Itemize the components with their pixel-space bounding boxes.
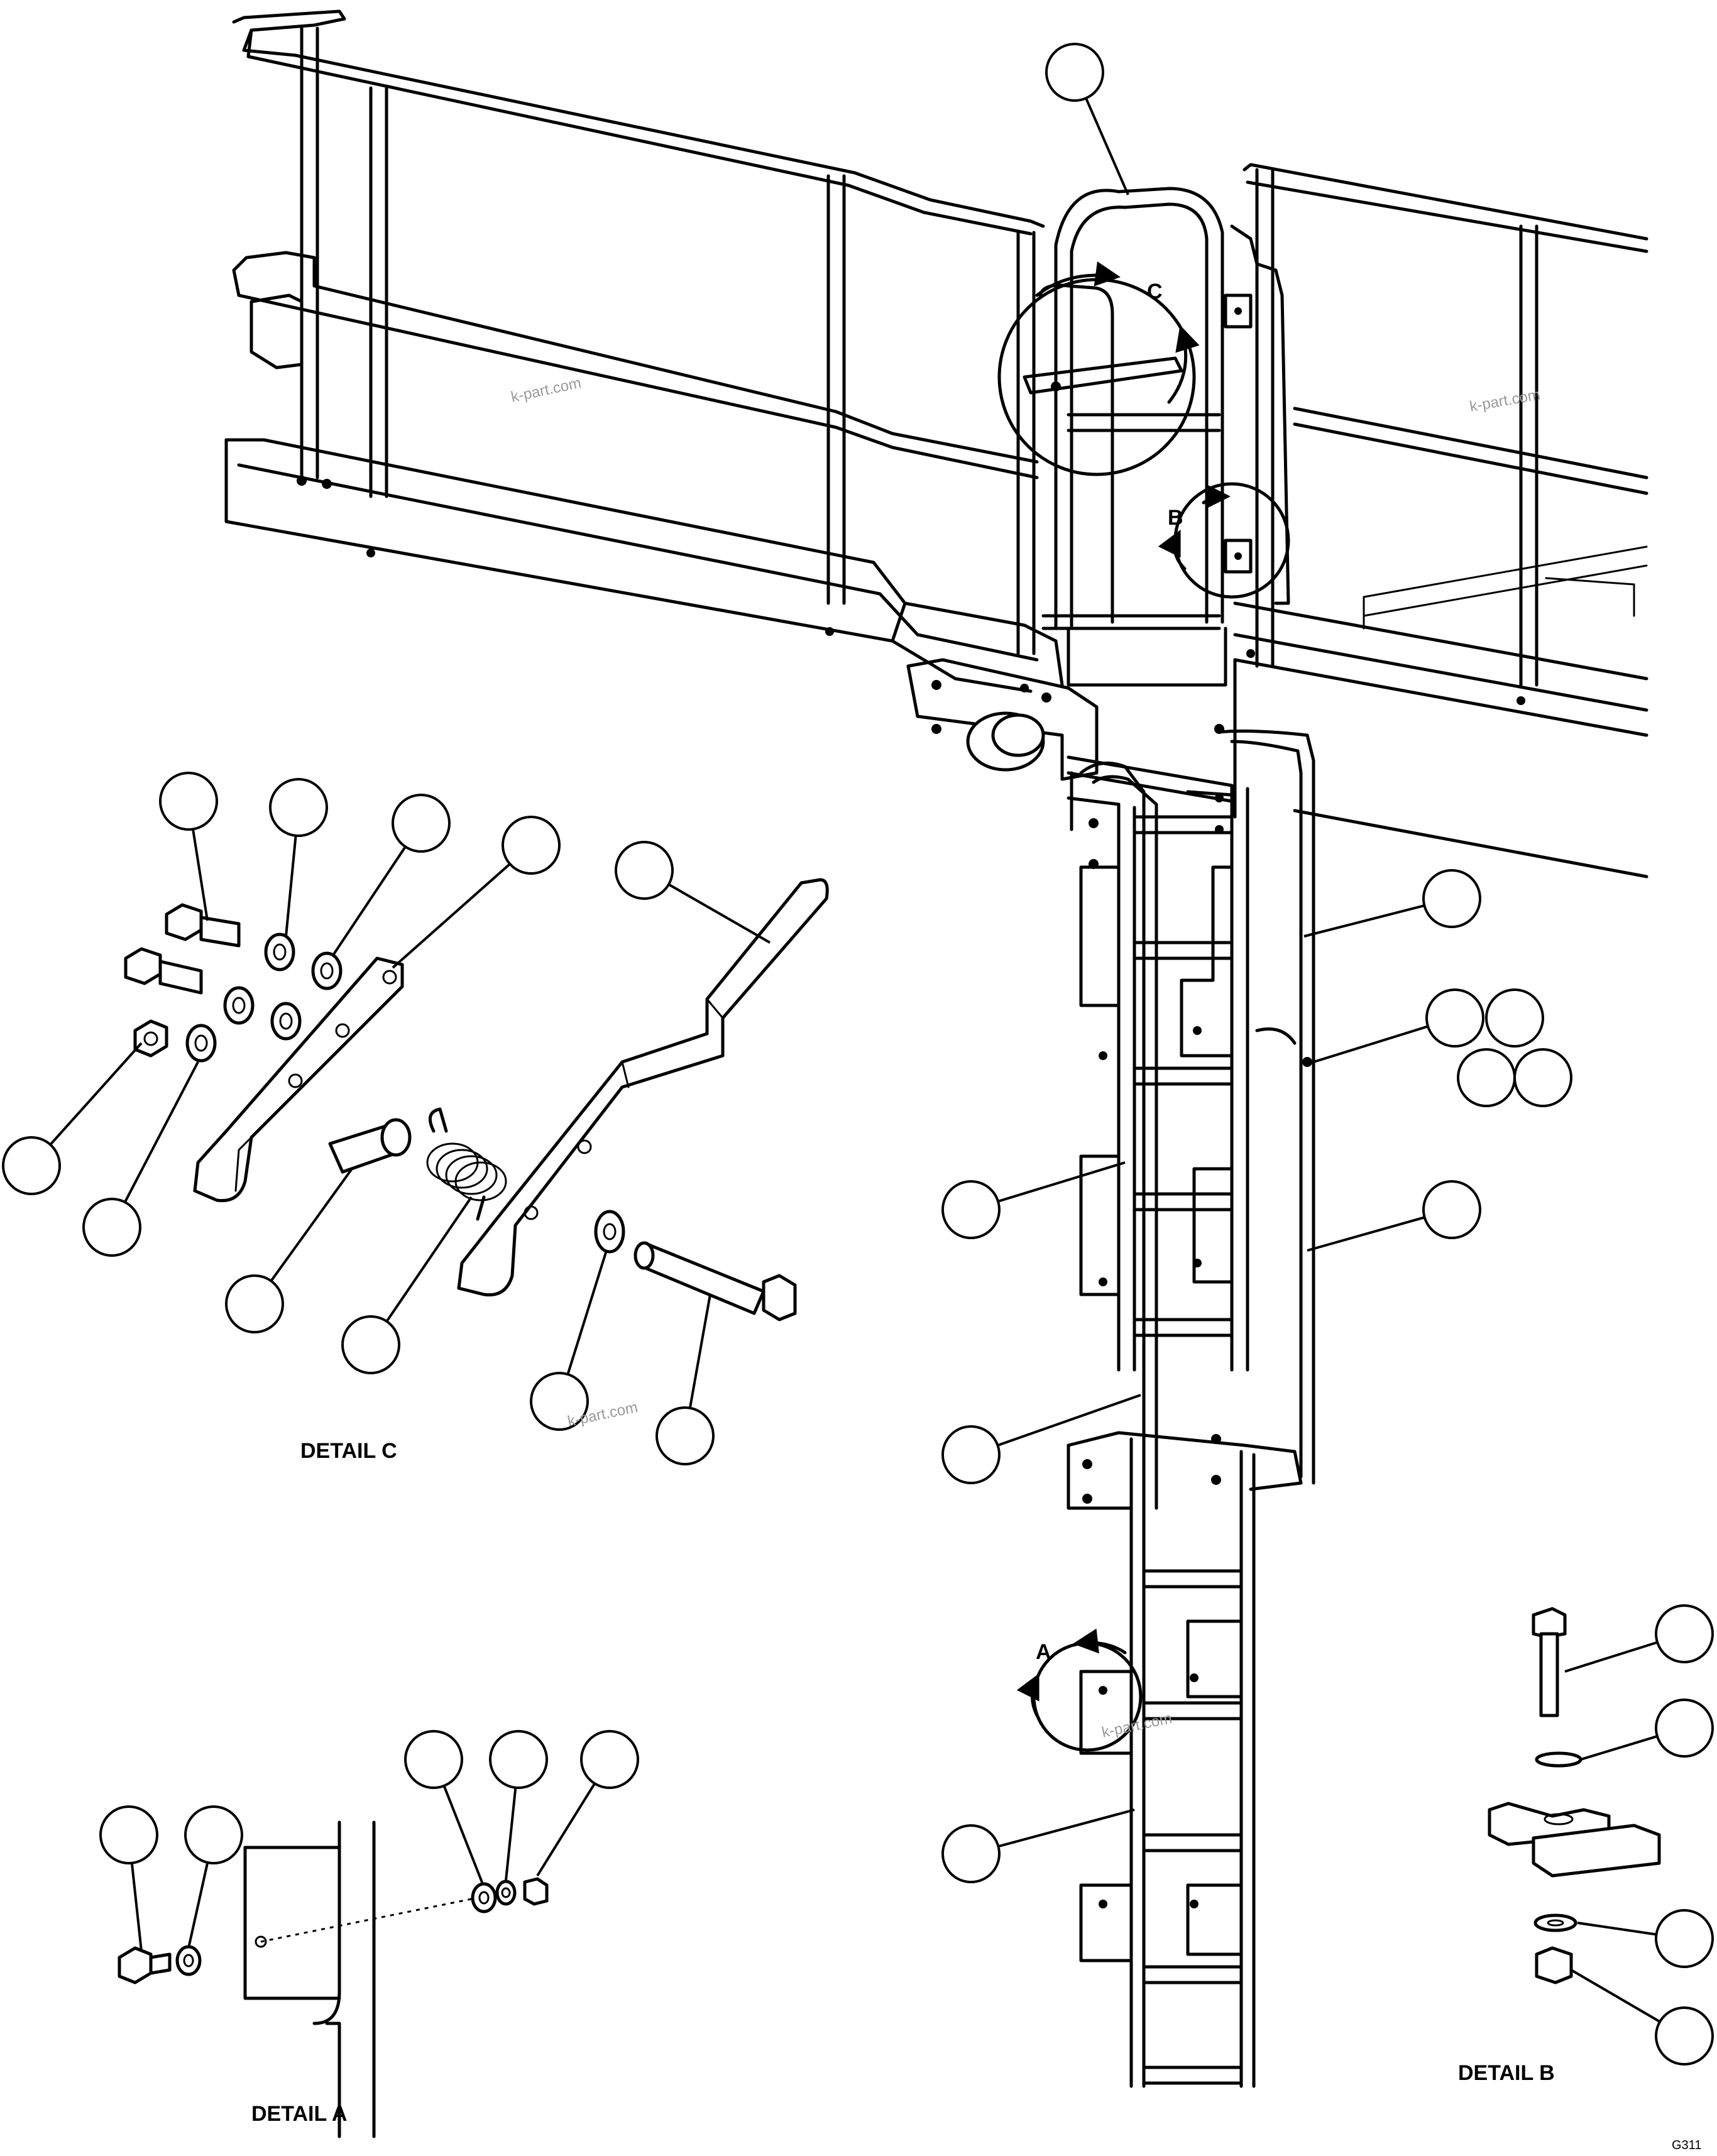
callout-circle — [656, 1406, 715, 1465]
callout-circle — [269, 778, 328, 837]
detail-c-parts — [124, 878, 829, 1322]
right-platform-railing — [1233, 163, 1648, 878]
callout-circle — [1425, 988, 1484, 1048]
detail-a-label: DETAIL A — [251, 2102, 347, 2126]
left-platform-railing — [224, 9, 1064, 693]
detail-b-view-circle: B — [1158, 482, 1290, 599]
drawing-code: G311 — [1672, 2138, 1701, 2152]
detail-c-label: DETAIL C — [300, 1439, 397, 1463]
view-marker-b: B — [1168, 506, 1183, 530]
callout-circle — [341, 1315, 400, 1374]
detail-a-view-circle: A — [1016, 1628, 1143, 1752]
swing-gate — [1023, 187, 1290, 687]
callout-circle — [1655, 1699, 1714, 1758]
callout-circle — [1655, 2006, 1714, 2066]
callout-circle — [502, 816, 561, 875]
ladder-upper-section — [1067, 724, 1315, 1510]
callout-circle — [99, 1805, 158, 1864]
detail-b-label: DETAIL B — [1458, 2061, 1555, 2085]
callout-circle — [580, 1730, 639, 1789]
callout-circle — [1457, 1048, 1516, 1107]
callout-circle — [941, 1180, 1001, 1239]
callout-circle — [941, 1425, 1001, 1484]
callout-circle — [530, 1372, 589, 1431]
callout-circle — [225, 1274, 284, 1333]
callout-circle — [1485, 988, 1544, 1048]
ladder-mount-bracket — [906, 658, 1099, 781]
callout-circle — [1655, 1604, 1714, 1663]
detail-b-parts — [1488, 1607, 1661, 1984]
callout-circle — [404, 1730, 463, 1789]
callout-circle — [1422, 1180, 1481, 1239]
watermark-text: k-part.com — [1468, 386, 1541, 415]
callout-circle — [2, 1136, 61, 1195]
callout-circle — [1513, 1048, 1572, 1107]
view-marker-a: A — [1036, 1640, 1051, 1664]
view-marker-c: C — [1147, 280, 1163, 304]
detail-c-view-circle: C — [997, 261, 1200, 476]
callout-circle — [184, 1805, 243, 1864]
callout-circle — [1045, 43, 1104, 102]
callout-circle — [615, 841, 674, 900]
callout-bubbles — [2, 43, 1714, 2066]
callout-circle — [1422, 869, 1481, 928]
callout-circle — [489, 1730, 548, 1789]
callout-circle — [82, 1198, 141, 1257]
detail-a-parts — [118, 1820, 549, 2138]
callout-circle — [159, 772, 218, 831]
callout-circle — [941, 1824, 1001, 1883]
callout-circle — [1655, 1909, 1714, 1968]
watermark-text: k-part.com — [510, 375, 583, 406]
ladder-lower-section — [1067, 1431, 1303, 2088]
callout-circle — [392, 794, 451, 853]
